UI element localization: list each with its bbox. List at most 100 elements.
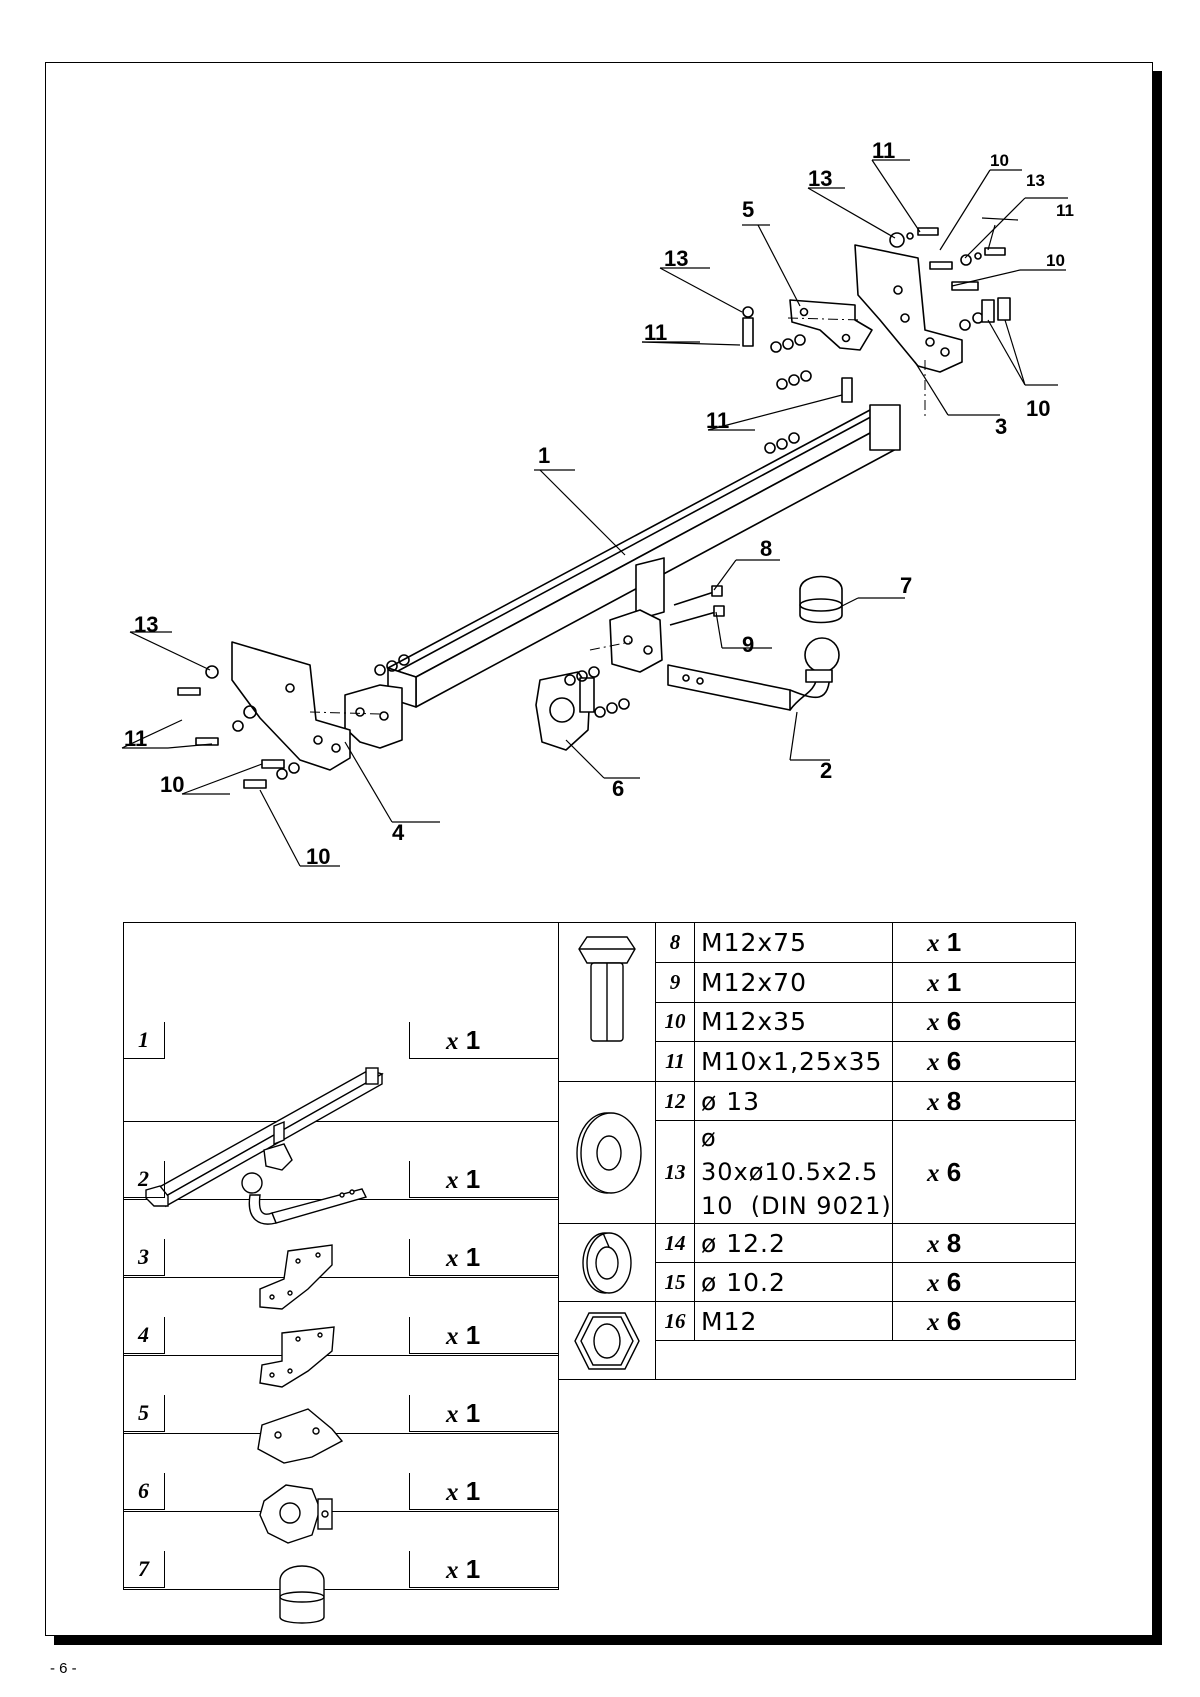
part-description: M10x1,25x35 [694,1041,893,1082]
bracket-5-drawing [789,299,873,351]
part-quantity: x 1 [409,1238,558,1276]
callout-13-mid: 13 [664,246,688,271]
part-index: 11 [655,1041,695,1082]
callout-8: 8 [760,536,772,561]
crossbar-drawing [344,404,901,749]
callout-10-right: 10 [1026,396,1050,421]
part-description: M12x75 [694,922,893,963]
part-quantity: x 1 [892,922,1076,963]
callout-3: 3 [995,414,1007,439]
bracket-5-thumb-icon [257,1407,344,1464]
part-description: M12 [694,1301,893,1341]
flat-washer-icon-cell [558,1081,656,1224]
part-index: 15 [655,1262,695,1302]
callout-11-left: 11 [124,726,147,751]
part-row-15: 15 ø 10.2 x 6 [559,1262,1076,1302]
callout-13-left: 13 [134,612,158,637]
part-quantity: x 1 [409,1316,558,1354]
spring-washer-icon-cell [558,1223,656,1302]
callout-7: 7 [900,573,912,598]
callout-9: 9 [742,632,754,657]
parts-table-right: 8 M12x75 x 1 9 M12x70 x 1 10 M12x35 x 6 … [558,922,1076,1380]
exploded-assembly-diagram: 1 5 3 2 4 6 7 8 9 13 11 10 10 13 11 11 1… [121,138,1074,869]
bolt-icon [578,936,636,1042]
callout-6: 6 [612,776,624,801]
part-description: M12x35 [694,1001,893,1043]
hex-nut-icon-cell [558,1301,656,1380]
callout-2: 2 [820,758,832,783]
parts-table-left: 1 x 1 2 x 1 3 x 1 4 x 1 5 x 1 [123,922,559,1624]
part-index: 3 [124,1238,165,1276]
part-quantity: x 1 [409,1022,558,1059]
part-index: 6 [124,1472,165,1510]
socket-plate-thumb-icon [259,1483,333,1544]
part-description: ø 13 [694,1081,893,1121]
callout-1: 1 [538,443,550,468]
part-row-14: 14 ø 12.2 x 8 [558,1223,1076,1302]
callout-11-top-right: 11 [1056,201,1074,220]
part-quantity: x 6 [892,1262,1076,1302]
part-description: ø 10.2 [694,1262,893,1302]
tow-ball-drawing [667,637,840,711]
part-index: 8 [655,922,695,963]
socket-plate-drawing [535,671,595,751]
part-quantity: x 1 [892,961,1076,1003]
ball-cap-drawing [799,575,843,624]
part-index: 2 [124,1160,165,1198]
part-row-7: 7 x 1 [123,1511,559,1624]
part-quantity: x 8 [892,1081,1076,1121]
callout-4: 4 [392,820,405,845]
fasteners-drawing [177,227,1011,789]
bracket-3-drawing [854,244,963,373]
part-quantity: x 8 [892,1223,1076,1263]
spring-washer-icon [582,1231,632,1294]
long-bolts-drawing [669,585,725,626]
callout-13-top-right: 13 [1026,171,1045,190]
part-quantity: x 6 [892,1301,1076,1341]
part-row-12: 12 ø 13 x 8 [558,1081,1076,1224]
callout-11-top: 11 [872,138,895,163]
part-index: 1 [124,1022,165,1059]
callout-13-top: 13 [808,166,832,191]
part-row-1: 1 x 1 [123,922,559,1208]
bolt-icon-cell [558,922,656,1082]
bracket-4-drawing [231,641,351,771]
tow-ball-thumb-icon [241,1171,368,1225]
part-row-5: 5 x 1 [123,1355,559,1464]
part-row-empty [559,1340,1076,1380]
part-description: ø 12.2 [694,1223,893,1263]
part-row-6: 6 x 1 [123,1433,559,1544]
part-index: 4 [124,1316,165,1354]
part-description: M12x70 [694,961,893,1003]
callout-10-left-lower: 10 [306,844,330,869]
part-quantity: x 6 [892,1041,1076,1082]
part-row-16: 16 M12 x 6 [558,1301,1076,1380]
hex-nut-icon [574,1311,640,1370]
callout-11-lower: 11 [706,408,729,433]
part-quantity: x 6 [892,1120,1076,1224]
ball-cap-thumb-icon [279,1564,325,1624]
part-index: 5 [124,1394,165,1432]
part-quantity: x 1 [409,1160,558,1198]
part-quantity: x 6 [892,1001,1076,1043]
part-quantity: x 1 [409,1550,558,1588]
callout-11-mid: 11 [644,320,667,345]
part-row-8: 8 M12x75 x 1 [558,922,1076,1082]
flat-washer-icon [576,1111,642,1194]
part-index: 10 [655,1001,695,1043]
callout-10-mid-right: 10 [1046,251,1065,270]
page-number: - 6 - [50,1660,77,1677]
part-index: 16 [655,1301,695,1341]
bracket-4-thumb-icon [259,1325,335,1388]
part-quantity: x 1 [409,1472,558,1510]
part-row-11: 11 M10x1,25x35 x 6 [559,1041,1076,1082]
bracket-3-thumb-icon [259,1243,333,1310]
part-index: 12 [655,1081,695,1121]
callout-10-left: 10 [160,772,184,797]
part-index: 14 [655,1223,695,1263]
callout-5: 5 [742,197,754,222]
callout-10-top: 10 [990,151,1009,170]
part-row-9: 9 M12x70 x 1 [559,961,1076,1003]
